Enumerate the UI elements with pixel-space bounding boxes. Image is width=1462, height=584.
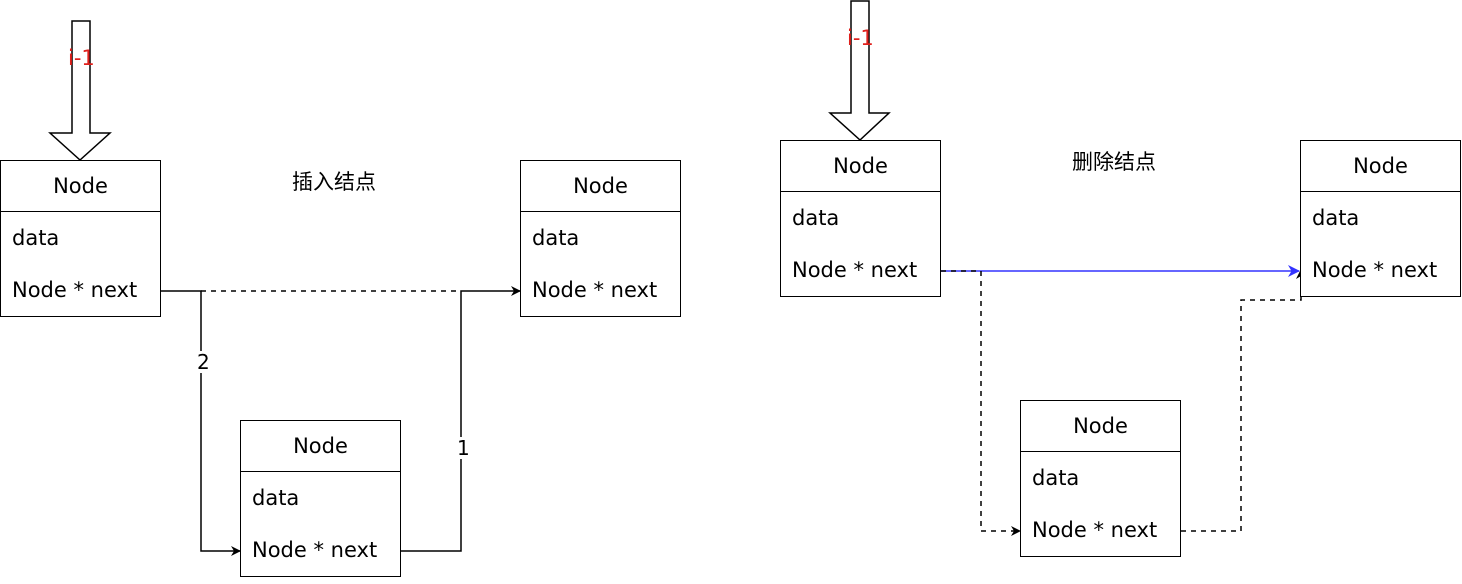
delete-prev-node: Node data Node * next [780,140,941,297]
insert-caption: 插入结点 [292,170,376,194]
step-label-2: 2 [196,350,211,374]
old-link-to-removed [941,270,1021,536]
node-title: Node [1021,401,1180,452]
node-field-data: data [252,486,300,510]
insert-new-node: Node data Node * next [240,420,401,577]
node-field-data: data [532,226,580,250]
node-field-data: data [12,226,60,250]
link-step-2 [161,290,241,556]
head-pointer-arrow-delete [828,0,891,142]
link-step-1 [401,286,521,552]
node-field-next: Node * next [792,258,918,282]
node-field-next: Node * next [12,278,138,302]
step-label-1: 1 [456,436,471,460]
delete-pointer-label: i-1 [847,26,874,50]
node-field-next: Node * next [252,538,378,562]
delete-caption: 删除结点 [1072,150,1156,174]
node-title: Node [1,161,160,212]
node-field-data: data [1032,466,1080,490]
delete-next-node: Node data Node * next [1300,140,1461,297]
old-link-from-removed [1181,269,1306,532]
node-field-data: data [792,206,840,230]
node-title: Node [521,161,680,212]
node-title: Node [241,421,400,472]
node-field-next: Node * next [1032,518,1158,542]
node-field-data: data [1312,206,1360,230]
node-title: Node [1301,141,1460,192]
insert-pointer-label: i-1 [68,46,95,70]
node-title: Node [781,141,940,192]
head-pointer-arrow-insert [48,20,112,162]
node-field-next: Node * next [1312,258,1438,282]
insert-prev-node: Node data Node * next [0,160,161,317]
insert-next-node: Node data Node * next [520,160,681,317]
node-field-next: Node * next [532,278,658,302]
delete-removed-node: Node data Node * next [1020,400,1181,557]
